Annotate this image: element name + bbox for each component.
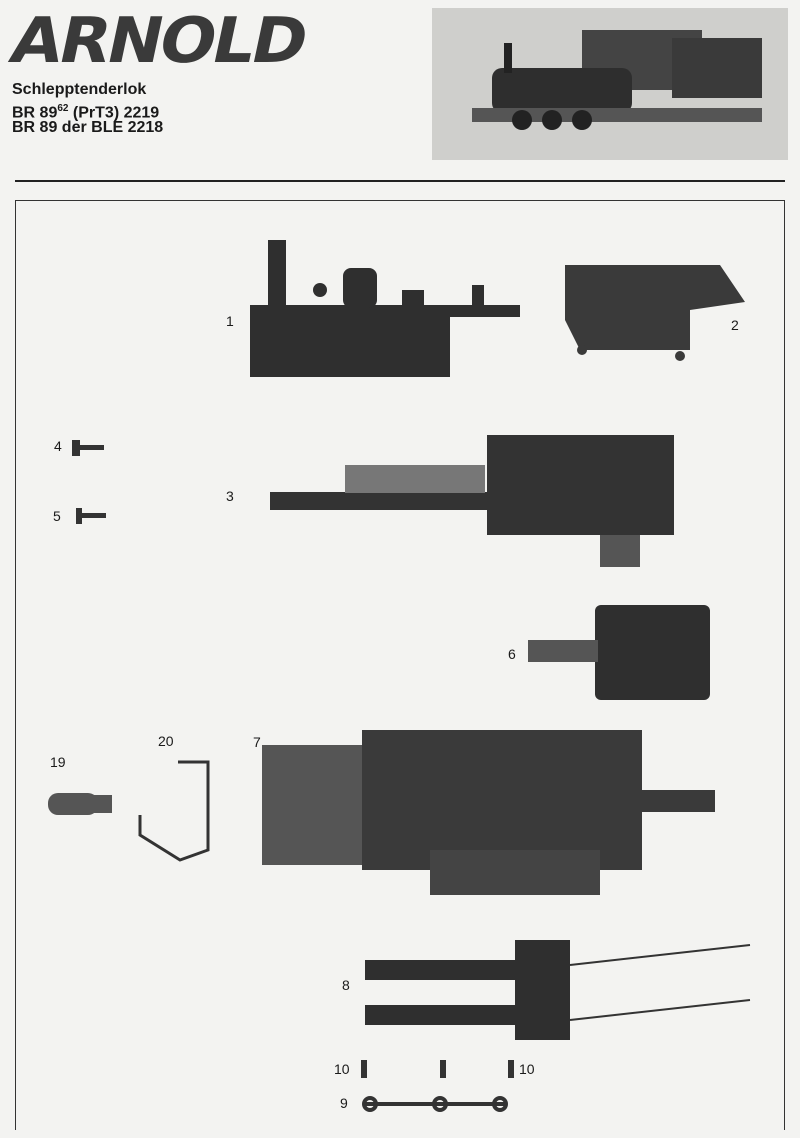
part-label: 10 bbox=[334, 1061, 350, 1077]
part-label: 9 bbox=[340, 1095, 348, 1111]
model-superscript: 62 bbox=[57, 103, 69, 114]
locomotive-photo bbox=[432, 8, 788, 160]
diagram-frame bbox=[15, 200, 785, 1130]
part-label: 3 bbox=[226, 488, 234, 504]
part-label: 19 bbox=[50, 754, 66, 770]
part-3-body bbox=[270, 435, 674, 567]
model-number-2: BR 89 der BLE 2218 bbox=[12, 119, 164, 136]
header-divider bbox=[15, 180, 785, 182]
part-10-screws bbox=[361, 1060, 514, 1078]
part-label: 1 bbox=[226, 313, 234, 329]
model-name: Schlepptenderlok bbox=[12, 81, 147, 98]
part-2-cab bbox=[565, 265, 745, 361]
part-5-screw bbox=[76, 508, 106, 524]
part-label: 7 bbox=[253, 734, 261, 750]
model-suffix: (PrT3) 2219 bbox=[68, 104, 160, 122]
part-6-motor bbox=[528, 605, 710, 700]
part-19-bulb bbox=[48, 793, 112, 815]
model-number-1: BR 8962 (PrT3) 2219 bbox=[12, 99, 159, 122]
model-prefix: BR 89 bbox=[12, 104, 58, 122]
part-label: 8 bbox=[342, 977, 350, 993]
part-label: 2 bbox=[731, 317, 739, 333]
part-label: 5 bbox=[53, 508, 61, 524]
part-4-screw bbox=[72, 440, 104, 456]
locomotive-photo-image bbox=[472, 30, 762, 130]
part-9-bar bbox=[362, 1096, 508, 1112]
part-label: 6 bbox=[508, 646, 516, 662]
part-7-chassis bbox=[262, 730, 715, 895]
part-8-frame bbox=[365, 940, 751, 1040]
part-label: 4 bbox=[54, 438, 62, 454]
part-label: 20 bbox=[158, 733, 174, 749]
part-label: 10 bbox=[519, 1061, 535, 1077]
part-20-contact bbox=[138, 760, 210, 862]
part-1-boiler bbox=[250, 240, 520, 377]
